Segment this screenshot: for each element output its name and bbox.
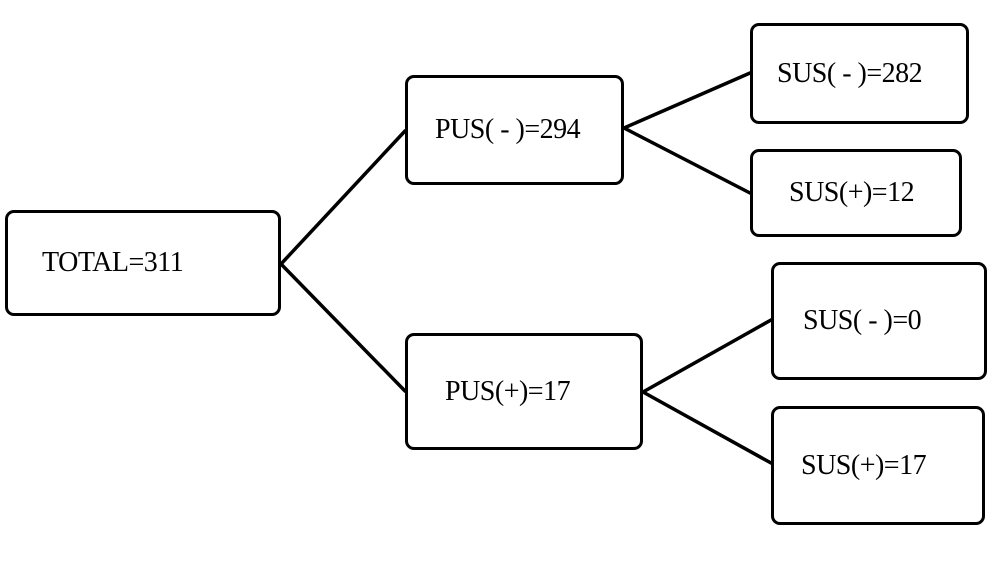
node-pus-positive: PUS(+)=17 [405,333,643,450]
edge-total-to-pus-positive [279,262,407,393]
node-sus-negative-282: SUS( - )=282 [750,23,969,124]
edge-total-to-pus-negative [279,129,407,266]
node-pus-negative: PUS( - )=294 [405,75,624,185]
node-sus-positive-17-label: SUS(+)=17 [801,449,927,481]
node-total-label: TOTAL=311 [42,247,184,278]
edge-pus-negative-to-sus-positive [622,126,752,195]
node-pus-negative-label: PUS( - )=294 [435,114,581,145]
edge-pus-negative-to-sus-negative [622,71,752,130]
node-total: TOTAL=311 [5,210,281,316]
node-sus-positive-17: SUS(+)=17 [771,406,985,525]
node-pus-positive-label: PUS(+)=17 [445,375,571,407]
node-sus-positive-12-label: SUS(+)=12 [789,177,915,208]
node-sus-negative-0: SUS( - )=0 [771,262,987,380]
node-sus-positive-12: SUS(+)=12 [750,149,962,237]
node-sus-negative-0-label: SUS( - )=0 [803,305,922,336]
edge-pus-positive-to-sus-negative [641,318,773,394]
edge-pus-positive-to-sus-positive [641,390,773,465]
node-sus-negative-282-label: SUS( - )=282 [777,57,923,89]
